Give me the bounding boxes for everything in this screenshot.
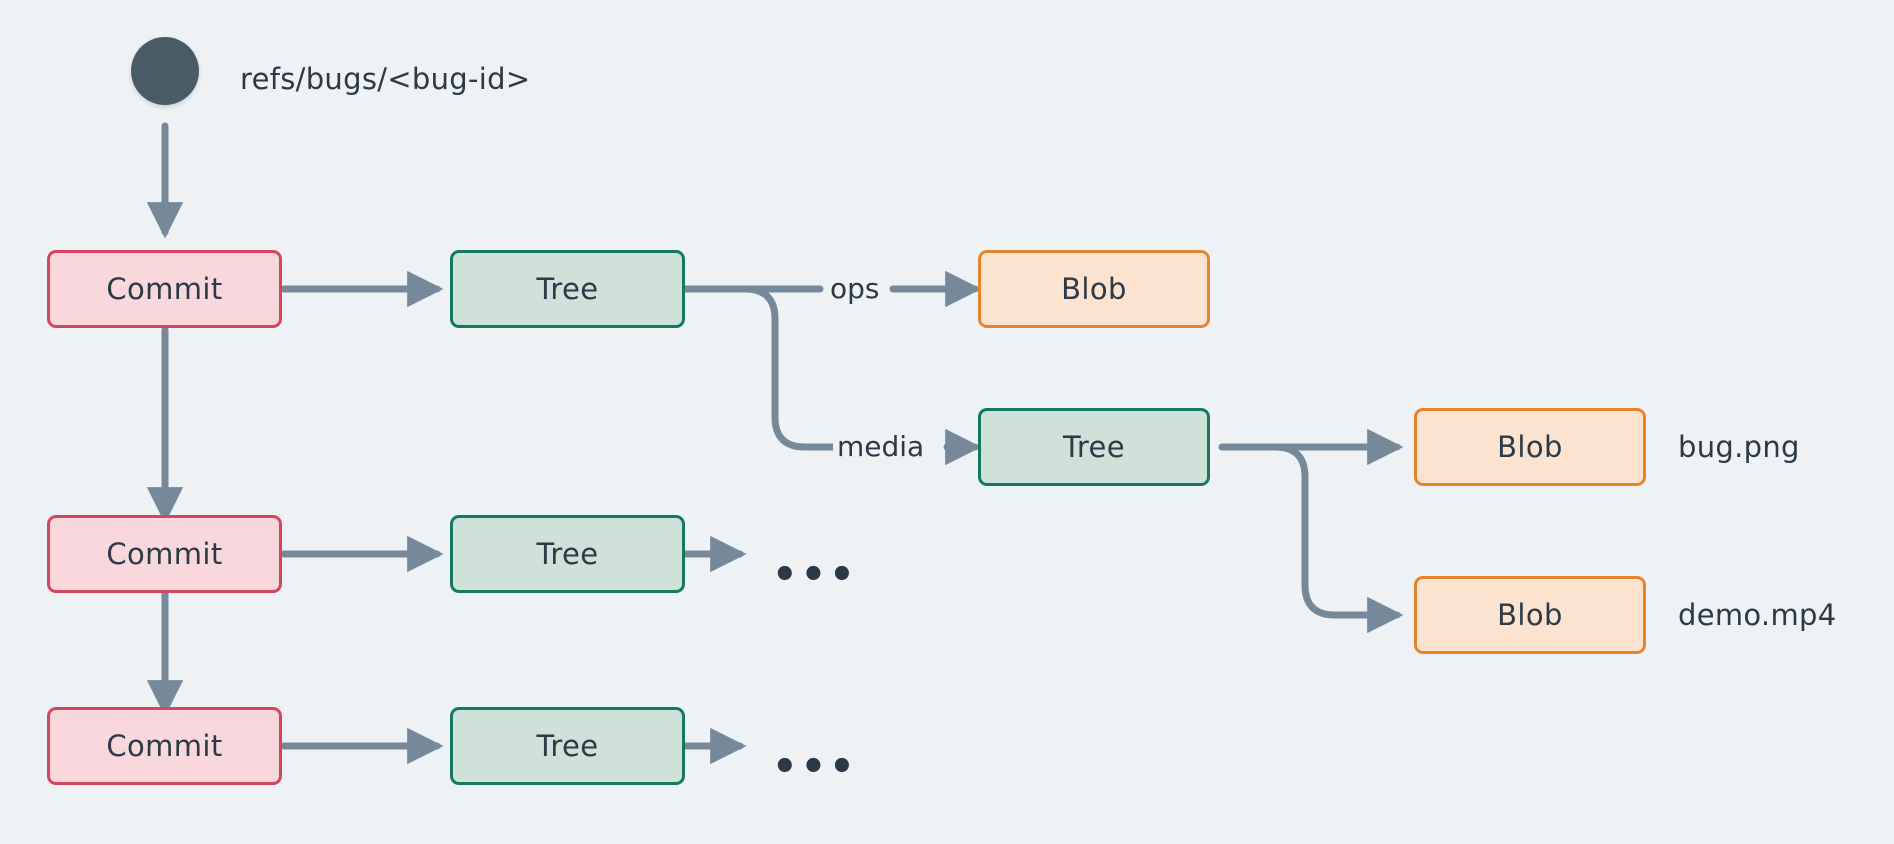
edge-tree1-branch-media (741, 285, 839, 451)
node-tree-2[interactable]: Tree (450, 515, 685, 593)
node-commit-1[interactable]: Commit (47, 250, 282, 328)
node-blob-demo-mp4[interactable]: Blob (1414, 576, 1646, 654)
ellipsis-tree-3: ••• (772, 744, 858, 790)
node-commit-2[interactable]: Commit (47, 515, 282, 593)
node-tree-3[interactable]: Tree (450, 707, 685, 785)
file-label-demo-mp4: demo.mp4 (1678, 598, 1837, 632)
file-label-bug-png: bug.png (1678, 430, 1800, 464)
edge-label-ops: ops (826, 272, 884, 305)
edge-treemedia-to-blob-demo (1271, 443, 1404, 634)
ellipsis-tree-2: ••• (772, 552, 858, 598)
start-node-dot (131, 37, 199, 105)
node-blob-bug-png[interactable]: Blob (1414, 408, 1646, 486)
ref-label: refs/bugs/<bug-id> (240, 62, 531, 96)
edge-label-media: media (833, 430, 929, 463)
node-commit-3[interactable]: Commit (47, 707, 282, 785)
node-tree-media[interactable]: Tree (978, 408, 1210, 486)
node-tree-1[interactable]: Tree (450, 250, 685, 328)
node-blob-ops[interactable]: Blob (978, 250, 1210, 328)
